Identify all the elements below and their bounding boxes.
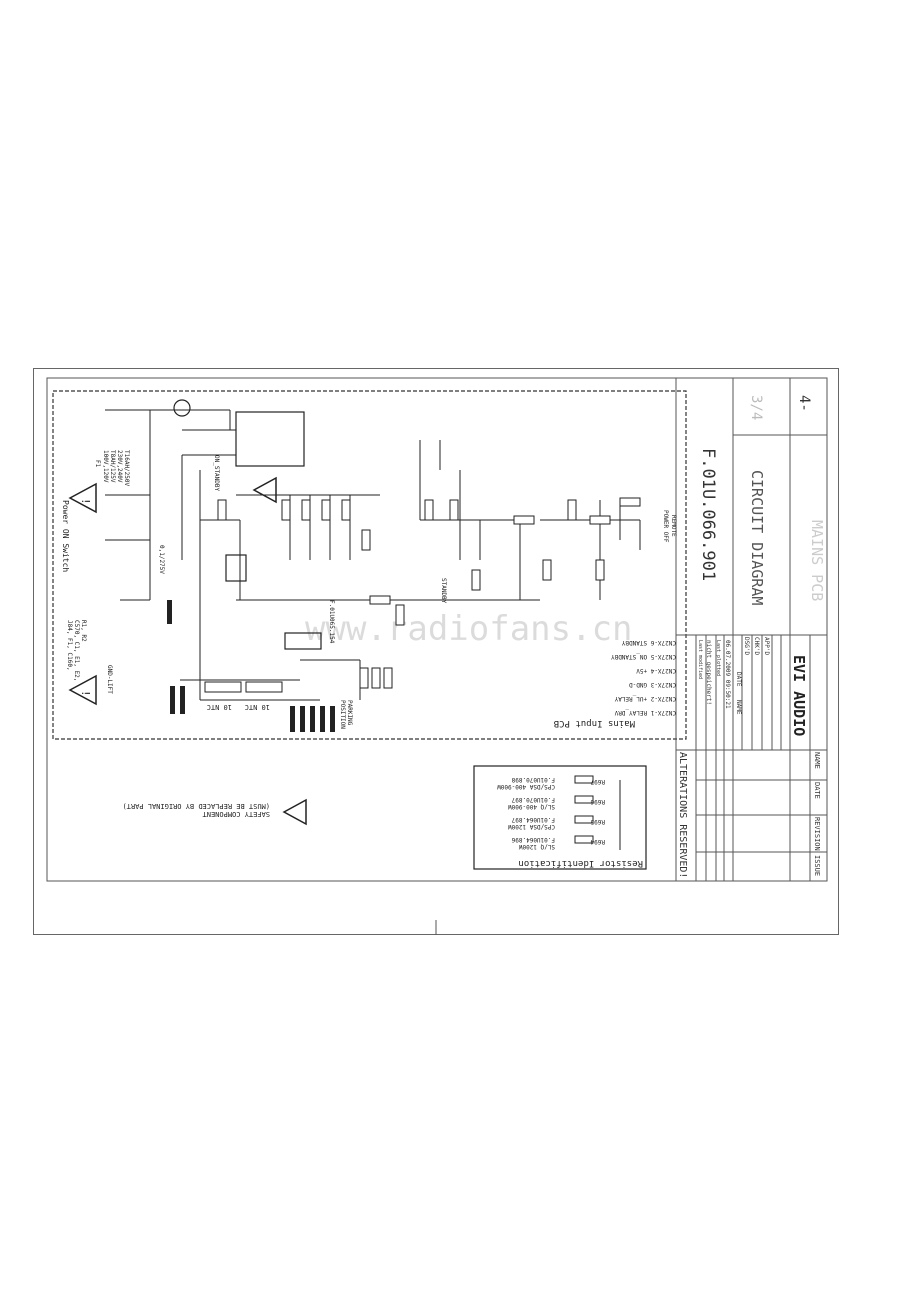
pcb-name: Mains Input PCB bbox=[554, 718, 635, 728]
resistor-id-title: Resistor Identification bbox=[518, 858, 643, 868]
diagram-subtitle: MAINS PCB bbox=[808, 520, 826, 601]
connector-blocks bbox=[167, 600, 335, 732]
fuse-spec-4: T16AH/250V bbox=[123, 450, 130, 487]
fuse-spec-2: T8AH/125V bbox=[109, 450, 116, 483]
wiring bbox=[105, 409, 641, 701]
power-off-label: POWER OFF bbox=[662, 510, 669, 543]
res-row-3-part: F.01U070.897 bbox=[511, 796, 555, 803]
connector-label-5: CN27X-5 ON_STANDBY bbox=[611, 653, 676, 660]
ntc1-label: 10 NTC bbox=[245, 703, 270, 711]
relay-part-label: F.01U065.154 bbox=[328, 600, 335, 644]
res-row-1-part: F.01U064.896 bbox=[511, 836, 555, 843]
parking-label: PARKING bbox=[346, 700, 353, 726]
company-name: EVI AUDIO bbox=[790, 655, 808, 736]
res-row-2-ref: R695 bbox=[590, 818, 605, 825]
res-row-3-ref: R696 bbox=[590, 798, 605, 805]
connector-label-2: CN27X-2 +UL_RELAY bbox=[614, 695, 676, 702]
res-row-4-model: CPS/DSA 400-900W bbox=[497, 783, 555, 790]
power-supply-module bbox=[235, 411, 305, 467]
connector-label-3: CN27X-3 GND-D bbox=[629, 681, 676, 688]
watermark: www.radiofans.cn bbox=[305, 609, 633, 649]
revision-column: REVISION bbox=[813, 817, 821, 851]
chkd-row: CHK'D bbox=[753, 637, 760, 655]
remote-label: REMOTE bbox=[670, 515, 677, 537]
name-column: NAME bbox=[735, 700, 742, 715]
safety-note-2: (MUST BE REPLACED BY ORIGINAL PART) bbox=[122, 802, 270, 810]
connector-label-6: CN27X-6 STANDBY bbox=[621, 639, 676, 646]
svg-text:!: ! bbox=[79, 690, 92, 697]
power-switch-label: Power ON Switch bbox=[61, 500, 70, 572]
issue-column: ISSUE bbox=[813, 855, 821, 876]
diagram-title: CIRCUIT DIAGRAM bbox=[748, 470, 766, 605]
fuse-label: F1 bbox=[94, 460, 101, 468]
ntc2-label: 10 NTC bbox=[207, 703, 232, 711]
fuse-spec-3: 230V,240V bbox=[116, 450, 123, 483]
dsgd-row: DSG'D bbox=[743, 637, 750, 655]
resistor-id-rows bbox=[574, 775, 621, 850]
ntc-r2 bbox=[204, 681, 242, 693]
res-row-2-model: CPS/DSA 1200W bbox=[508, 823, 555, 830]
res-row-1-model: SL/Q 1200W bbox=[518, 843, 555, 850]
gnd-lift-label: GND-LIFT bbox=[106, 665, 113, 694]
last-plotted-label: Last plotted bbox=[715, 640, 721, 676]
warning-parts-1: J84, F1, C160, bbox=[66, 620, 73, 671]
safety-note-1: SAFETY COMPONENT bbox=[202, 810, 270, 818]
res-row-4-ref: R697 bbox=[590, 778, 605, 785]
date-column-2: DATE bbox=[813, 782, 821, 799]
appd-row: APP'D bbox=[763, 637, 770, 655]
connector-label-4: CN27X-4 +5V bbox=[636, 667, 676, 674]
resistor-id-table bbox=[473, 765, 647, 870]
svg-text:!: ! bbox=[79, 498, 92, 505]
warning-parts-2: C570, C1, E1, E2, bbox=[73, 620, 80, 681]
pcb-boundary bbox=[52, 390, 687, 740]
inner-frame bbox=[46, 377, 828, 882]
alterations-note: ALTERATIONS RESERVED! bbox=[677, 752, 688, 878]
position-label: POSITION bbox=[339, 700, 346, 729]
ntc-r1 bbox=[245, 681, 283, 693]
standby-label: STANDBY bbox=[440, 578, 447, 604]
on-standby-label: ON_STANDBY bbox=[213, 455, 220, 492]
connector-label-1: CN27X-1 RELAY_DRV bbox=[614, 709, 676, 716]
res-row-4-part: F.01U070.898 bbox=[511, 776, 555, 783]
name-column-2: NAME bbox=[813, 752, 821, 769]
relay-e2 bbox=[225, 554, 247, 582]
res-row-2-part: F.01U064.897 bbox=[511, 816, 555, 823]
drawing-number: F.01U.066.901 bbox=[698, 448, 718, 581]
res-row-1-ref: R694 bbox=[590, 838, 605, 845]
fuse-spec-1: 100V,120V bbox=[102, 450, 109, 483]
page-number: 4- bbox=[796, 395, 812, 412]
last-modified-value: nicht gespeichert! bbox=[705, 640, 712, 705]
title-block bbox=[675, 378, 827, 881]
resistor-symbols bbox=[217, 497, 641, 689]
warning-icon bbox=[68, 476, 307, 826]
warning-parts-3: R1, R2 bbox=[80, 620, 87, 642]
relay-e3 bbox=[284, 632, 322, 650]
last-modified-label: Last modified bbox=[697, 640, 703, 679]
ground-symbol bbox=[173, 399, 191, 417]
res-row-3-model: SL/Q 400-900W bbox=[508, 803, 555, 810]
date-column: DATE bbox=[735, 672, 742, 687]
cap-label: 0,1/275V bbox=[158, 545, 165, 574]
sheet-number: 3/4 bbox=[748, 395, 764, 420]
last-plotted-value: 06.07.2009 09:50:21 bbox=[724, 640, 731, 709]
